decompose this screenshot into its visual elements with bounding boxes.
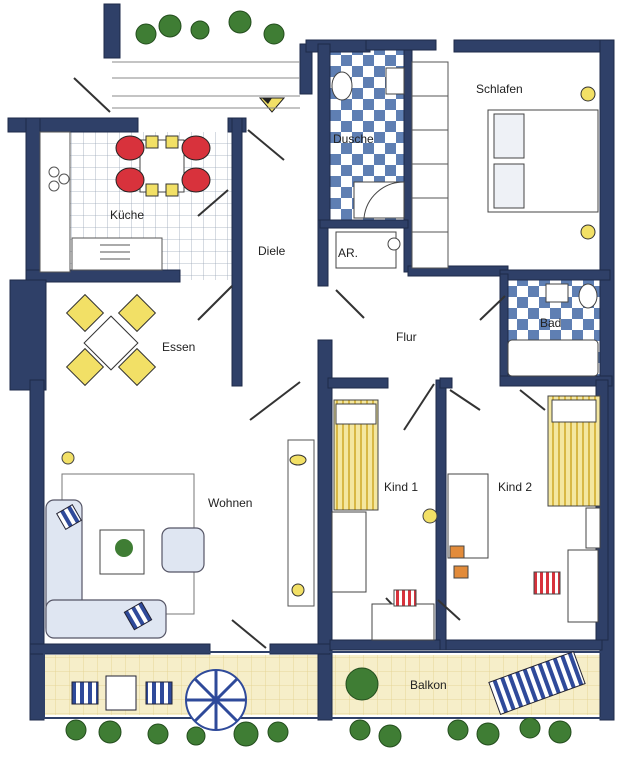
plant-icon xyxy=(115,539,133,557)
room-label-kind2: Kind 2 xyxy=(498,480,533,494)
lamp-icon xyxy=(289,454,307,466)
room-label-kueche: Küche xyxy=(110,208,145,222)
balcony-outline xyxy=(43,651,605,719)
room-label-kind1: Kind 1 xyxy=(384,480,419,494)
shower-room-fixtures xyxy=(331,67,405,219)
floor-lamp-icon xyxy=(61,451,75,465)
room-label-dusche: Dusche xyxy=(333,132,374,146)
room-label-wohnen: Wohnen xyxy=(208,496,253,510)
cushions xyxy=(56,504,153,631)
entry-steps xyxy=(112,61,300,109)
bedside-lamp-icon-2 xyxy=(580,224,596,240)
room-label-ar: AR. xyxy=(338,246,359,260)
bath-fixtures xyxy=(507,283,599,377)
room-label-diele: Diele xyxy=(258,244,286,258)
tv-cabinet xyxy=(287,439,315,607)
bedside-lamp-icon xyxy=(580,86,596,102)
walls xyxy=(7,3,615,721)
room-label-essen: Essen xyxy=(162,340,196,354)
room-label-flur: Flur xyxy=(396,330,417,344)
entrance-arrow-icon xyxy=(258,97,286,113)
room-label-balkon: Balkon xyxy=(410,678,447,692)
wardrobe xyxy=(411,61,449,269)
dining-set xyxy=(65,293,157,387)
plants xyxy=(65,10,572,748)
kid2-furniture xyxy=(447,395,601,623)
kid1-furniture xyxy=(331,399,438,641)
room-label-bad: Bad xyxy=(540,316,562,330)
lamp-icon-2 xyxy=(291,583,305,597)
kitchen-counter xyxy=(39,131,163,273)
balcony-furniture xyxy=(71,650,586,731)
double-bed xyxy=(487,109,599,213)
kitchen-table xyxy=(115,135,211,197)
room-label-schlafen: Schlafen xyxy=(476,82,523,96)
ar-room xyxy=(335,231,401,269)
